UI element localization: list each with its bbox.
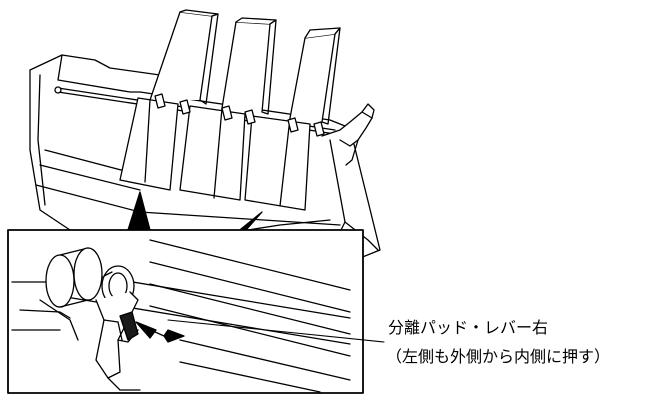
detail-inset [7, 229, 364, 394]
callout-title: 分離パッド・レバー右 [388, 318, 549, 337]
rod-clips [154, 93, 325, 137]
push-arrow [135, 321, 185, 343]
separation-pad-lever [95, 291, 141, 391]
right-lever [321, 103, 375, 166]
paper-tray-left [119, 9, 219, 191]
callout-leader-line [167, 319, 385, 343]
paper-tray-right [244, 27, 341, 211]
paper-tray-middle [179, 17, 277, 201]
pickup-roller [45, 247, 103, 308]
callout-note: （左側も外側から内側に押す） [386, 347, 611, 366]
